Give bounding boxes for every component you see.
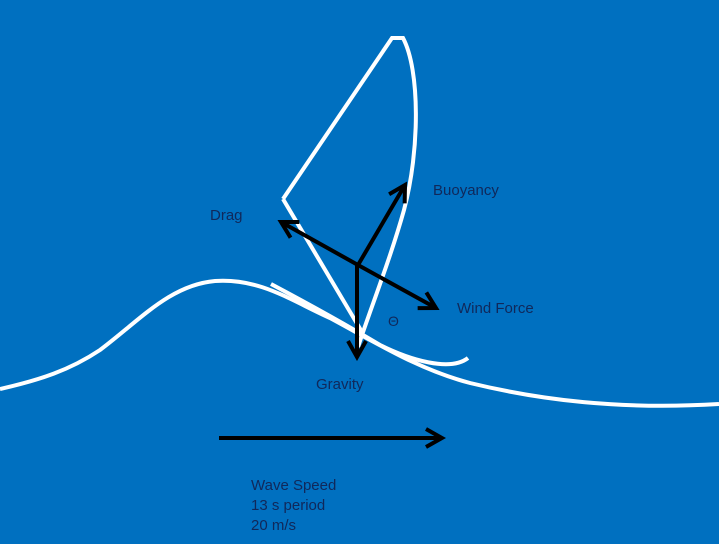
drag-arrow xyxy=(281,222,359,267)
wave-speed-title: Wave Speed xyxy=(251,477,337,494)
wave-line xyxy=(0,278,719,408)
drag-label: Drag xyxy=(210,207,243,224)
wave-info: Wave Speed 13 s period 20 m/s xyxy=(251,476,336,536)
buoyancy-arrow xyxy=(356,185,405,267)
wave-period: 13 s period xyxy=(251,497,326,514)
gravity-label: Gravity xyxy=(316,376,364,393)
theta-angle-label: Θ xyxy=(388,313,399,329)
board xyxy=(270,282,470,367)
buoyancy-label: Buoyancy xyxy=(433,182,499,199)
wave-speed-value: 20 m/s xyxy=(251,517,297,534)
force-arrows xyxy=(219,185,442,438)
wind-force-label: Wind Force xyxy=(457,300,534,317)
wind-force-arrow xyxy=(357,263,436,308)
